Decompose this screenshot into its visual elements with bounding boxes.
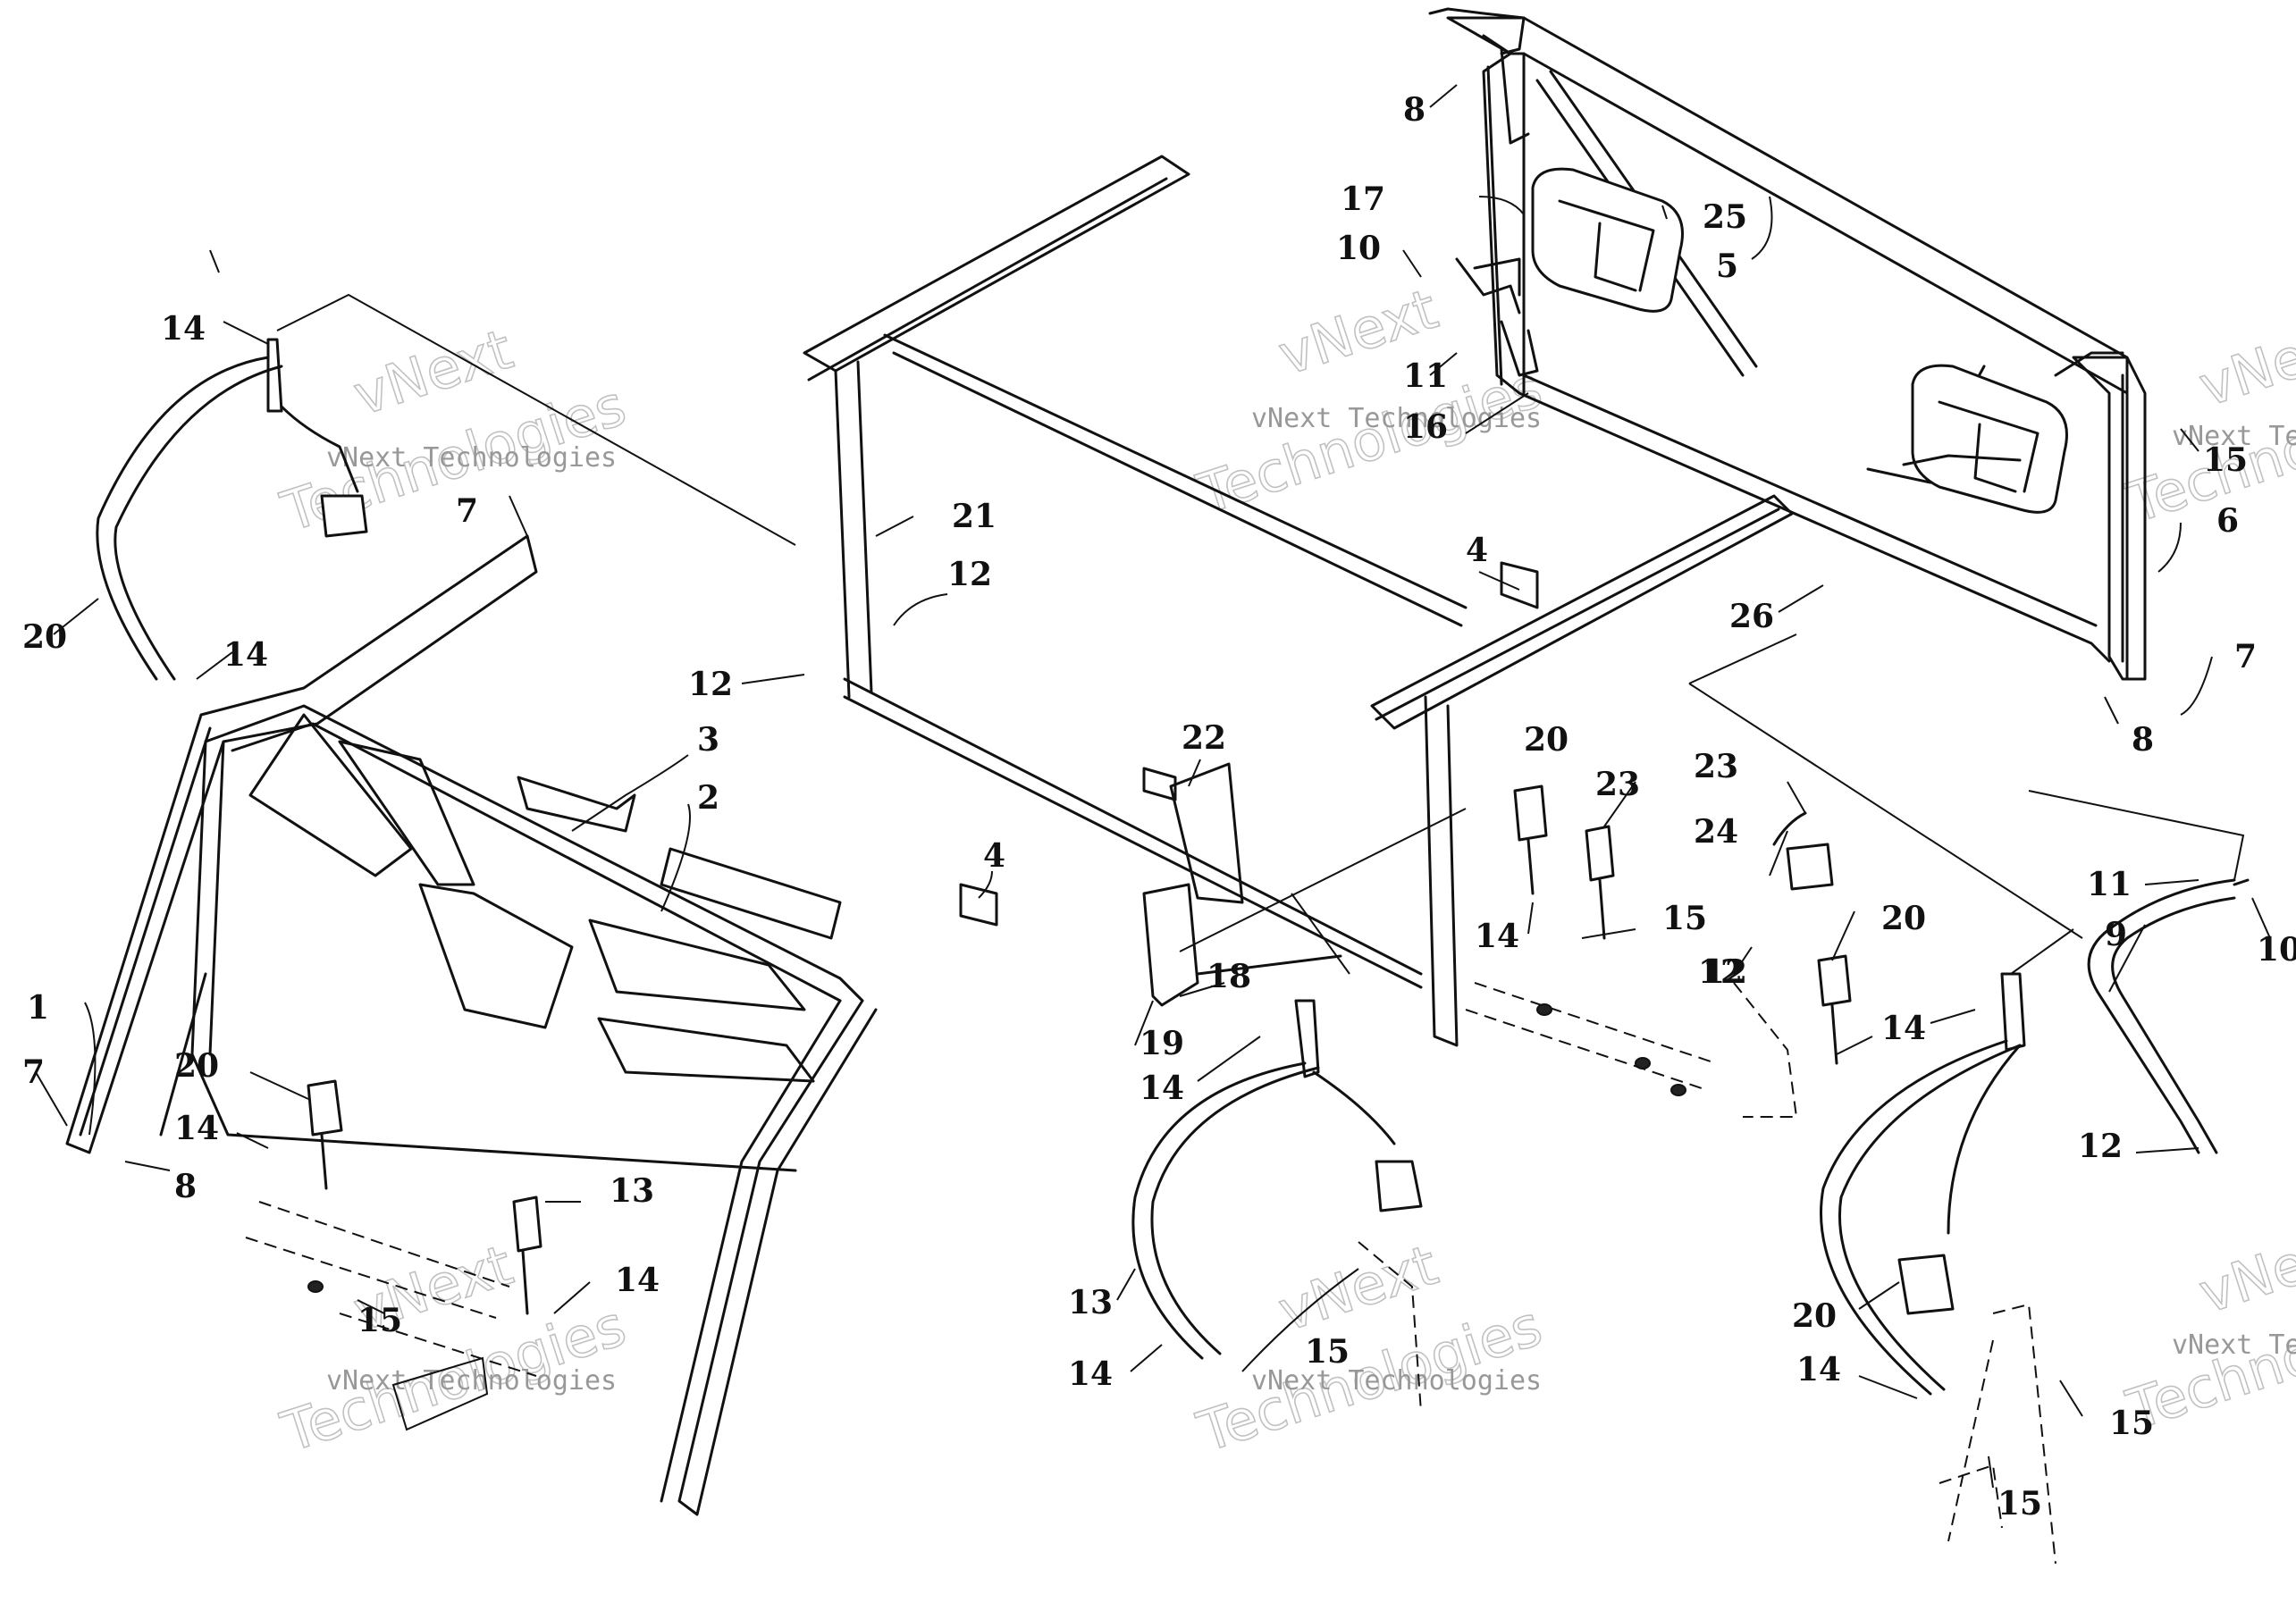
callout-11: 11 [1403,357,1448,395]
callout-8: 8 [1403,91,1426,129]
callout-20: 20 [1881,900,1926,937]
front-cage [65,534,878,1516]
callout-23: 23 [1694,748,1738,785]
callout-5: 5 [1716,247,1738,285]
callout-20: 20 [22,618,67,656]
callout-13: 13 [1068,1284,1113,1321]
callout-14: 14 [223,636,268,674]
decals [517,561,1539,940]
leader-lines [35,84,2271,1489]
callout-15: 15 [2109,1405,2154,1442]
seat-belts [96,338,2026,1396]
guide-lines [276,293,2245,975]
floor-mounts [245,982,2056,1564]
callout-14: 14 [1140,1070,1184,1107]
callout-7: 7 [2234,638,2257,675]
watermark-logo: Technologies [1190,355,1549,527]
callout-4: 4 [1466,532,1488,569]
callout-14: 14 [615,1262,660,1299]
watermark-text: vNext Technologies [326,442,617,474]
callout-4: 4 [983,837,1005,875]
callout-14: 14 [174,1110,219,1147]
callout-16: 16 [1403,408,1448,446]
callout-7: 7 [456,492,478,530]
callout-17: 17 [1341,180,1385,218]
callout-15: 15 [1662,900,1707,937]
callout-11: 11 [2087,866,2132,903]
watermark-logo: vNext [2191,1214,2296,1326]
callout-12: 12 [2078,1128,2123,1165]
callout-20: 20 [1524,721,1569,759]
callout-12: 12 [1698,953,1743,991]
callout-14: 14 [1796,1351,1841,1388]
callout-labels: 1 2 3 4 4 5 6 7 7 7 8 8 8 9 10 10 11 11 … [22,91,2296,1523]
callout-10: 10 [2257,931,2296,969]
callout-9: 9 [2105,916,2127,953]
callout-12: 12 [947,556,992,593]
callout-24: 24 [1694,813,1738,851]
callout-23: 23 [1595,766,1640,803]
watermark-logo: vNext [1271,1232,1445,1344]
watermark-text: vNext Technologies [2172,1330,2296,1361]
rear-roll-bar-frame [1428,7,2147,681]
callout-1: 1 [27,989,49,1027]
callout-14: 14 [1475,918,1519,955]
callout-8: 8 [174,1168,197,1205]
roof-top-frame [803,155,1794,1047]
watermark-text: vNext Technologies [2172,421,2296,452]
callout-14: 14 [1881,1010,1926,1047]
callout-3: 3 [697,721,719,759]
callout-7: 7 [22,1053,45,1091]
callout-15: 15 [2203,441,2248,479]
callout-14: 14 [1068,1355,1113,1393]
callout-20: 20 [1792,1297,1837,1335]
callout-22: 22 [1182,719,1226,757]
watermark-text: vNext Technologies [1251,403,1542,434]
callout-15: 15 [357,1302,402,1339]
watermark-logo: vNext [2191,307,2296,419]
watermark-text: vNext Technologies [326,1365,617,1397]
callout-18: 18 [1207,958,1251,995]
seat-back-bracket [1142,883,1342,1007]
callout-10: 10 [1336,230,1381,267]
callout-6: 6 [2216,502,2239,540]
callout-20: 20 [174,1047,219,1085]
callout-15: 15 [1305,1333,1350,1371]
callout-19: 19 [1140,1025,1184,1062]
callout-21: 21 [952,498,997,535]
watermark-text: vNext Technologies [1251,1365,1542,1397]
callout-13: 13 [610,1172,654,1210]
callout-8: 8 [2132,721,2154,759]
callout-26: 26 [1729,598,1774,635]
callout-25: 25 [1703,198,1747,236]
grab-bar [2087,878,2250,1154]
callout-12: 12 [1703,953,1747,991]
callout-12: 12 [688,666,733,703]
callout-14: 14 [161,310,206,348]
callout-15: 15 [1997,1485,2042,1523]
callout-2: 2 [697,779,719,817]
